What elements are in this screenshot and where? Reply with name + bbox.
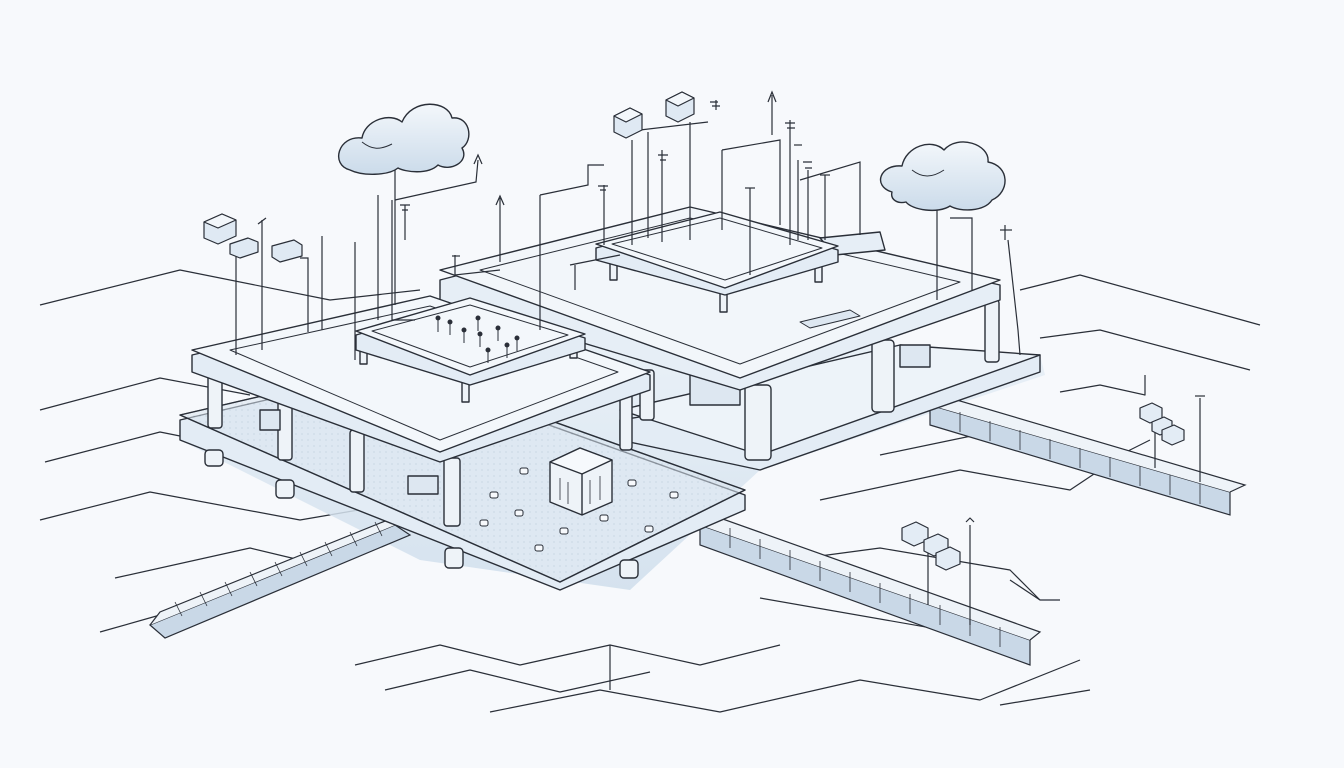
street-lamp-center [901,517,975,625]
sensor-box-5 [665,91,695,123]
street-lamp-right [1139,395,1205,482]
roof-pavilion-left [355,297,586,403]
cloud-left [338,103,470,175]
cloud-right [879,141,1006,212]
antenna-masts [235,90,1021,360]
sensor-box-4 [613,107,643,139]
sensor-box-3 [271,239,303,263]
people-figures [435,315,520,363]
sensor-box-1 [203,213,237,245]
trench-left [148,513,412,639]
trench-center [699,517,1042,666]
sensor-box-2 [229,237,259,259]
mast-flags [400,101,1012,257]
trench-right [929,397,1247,516]
